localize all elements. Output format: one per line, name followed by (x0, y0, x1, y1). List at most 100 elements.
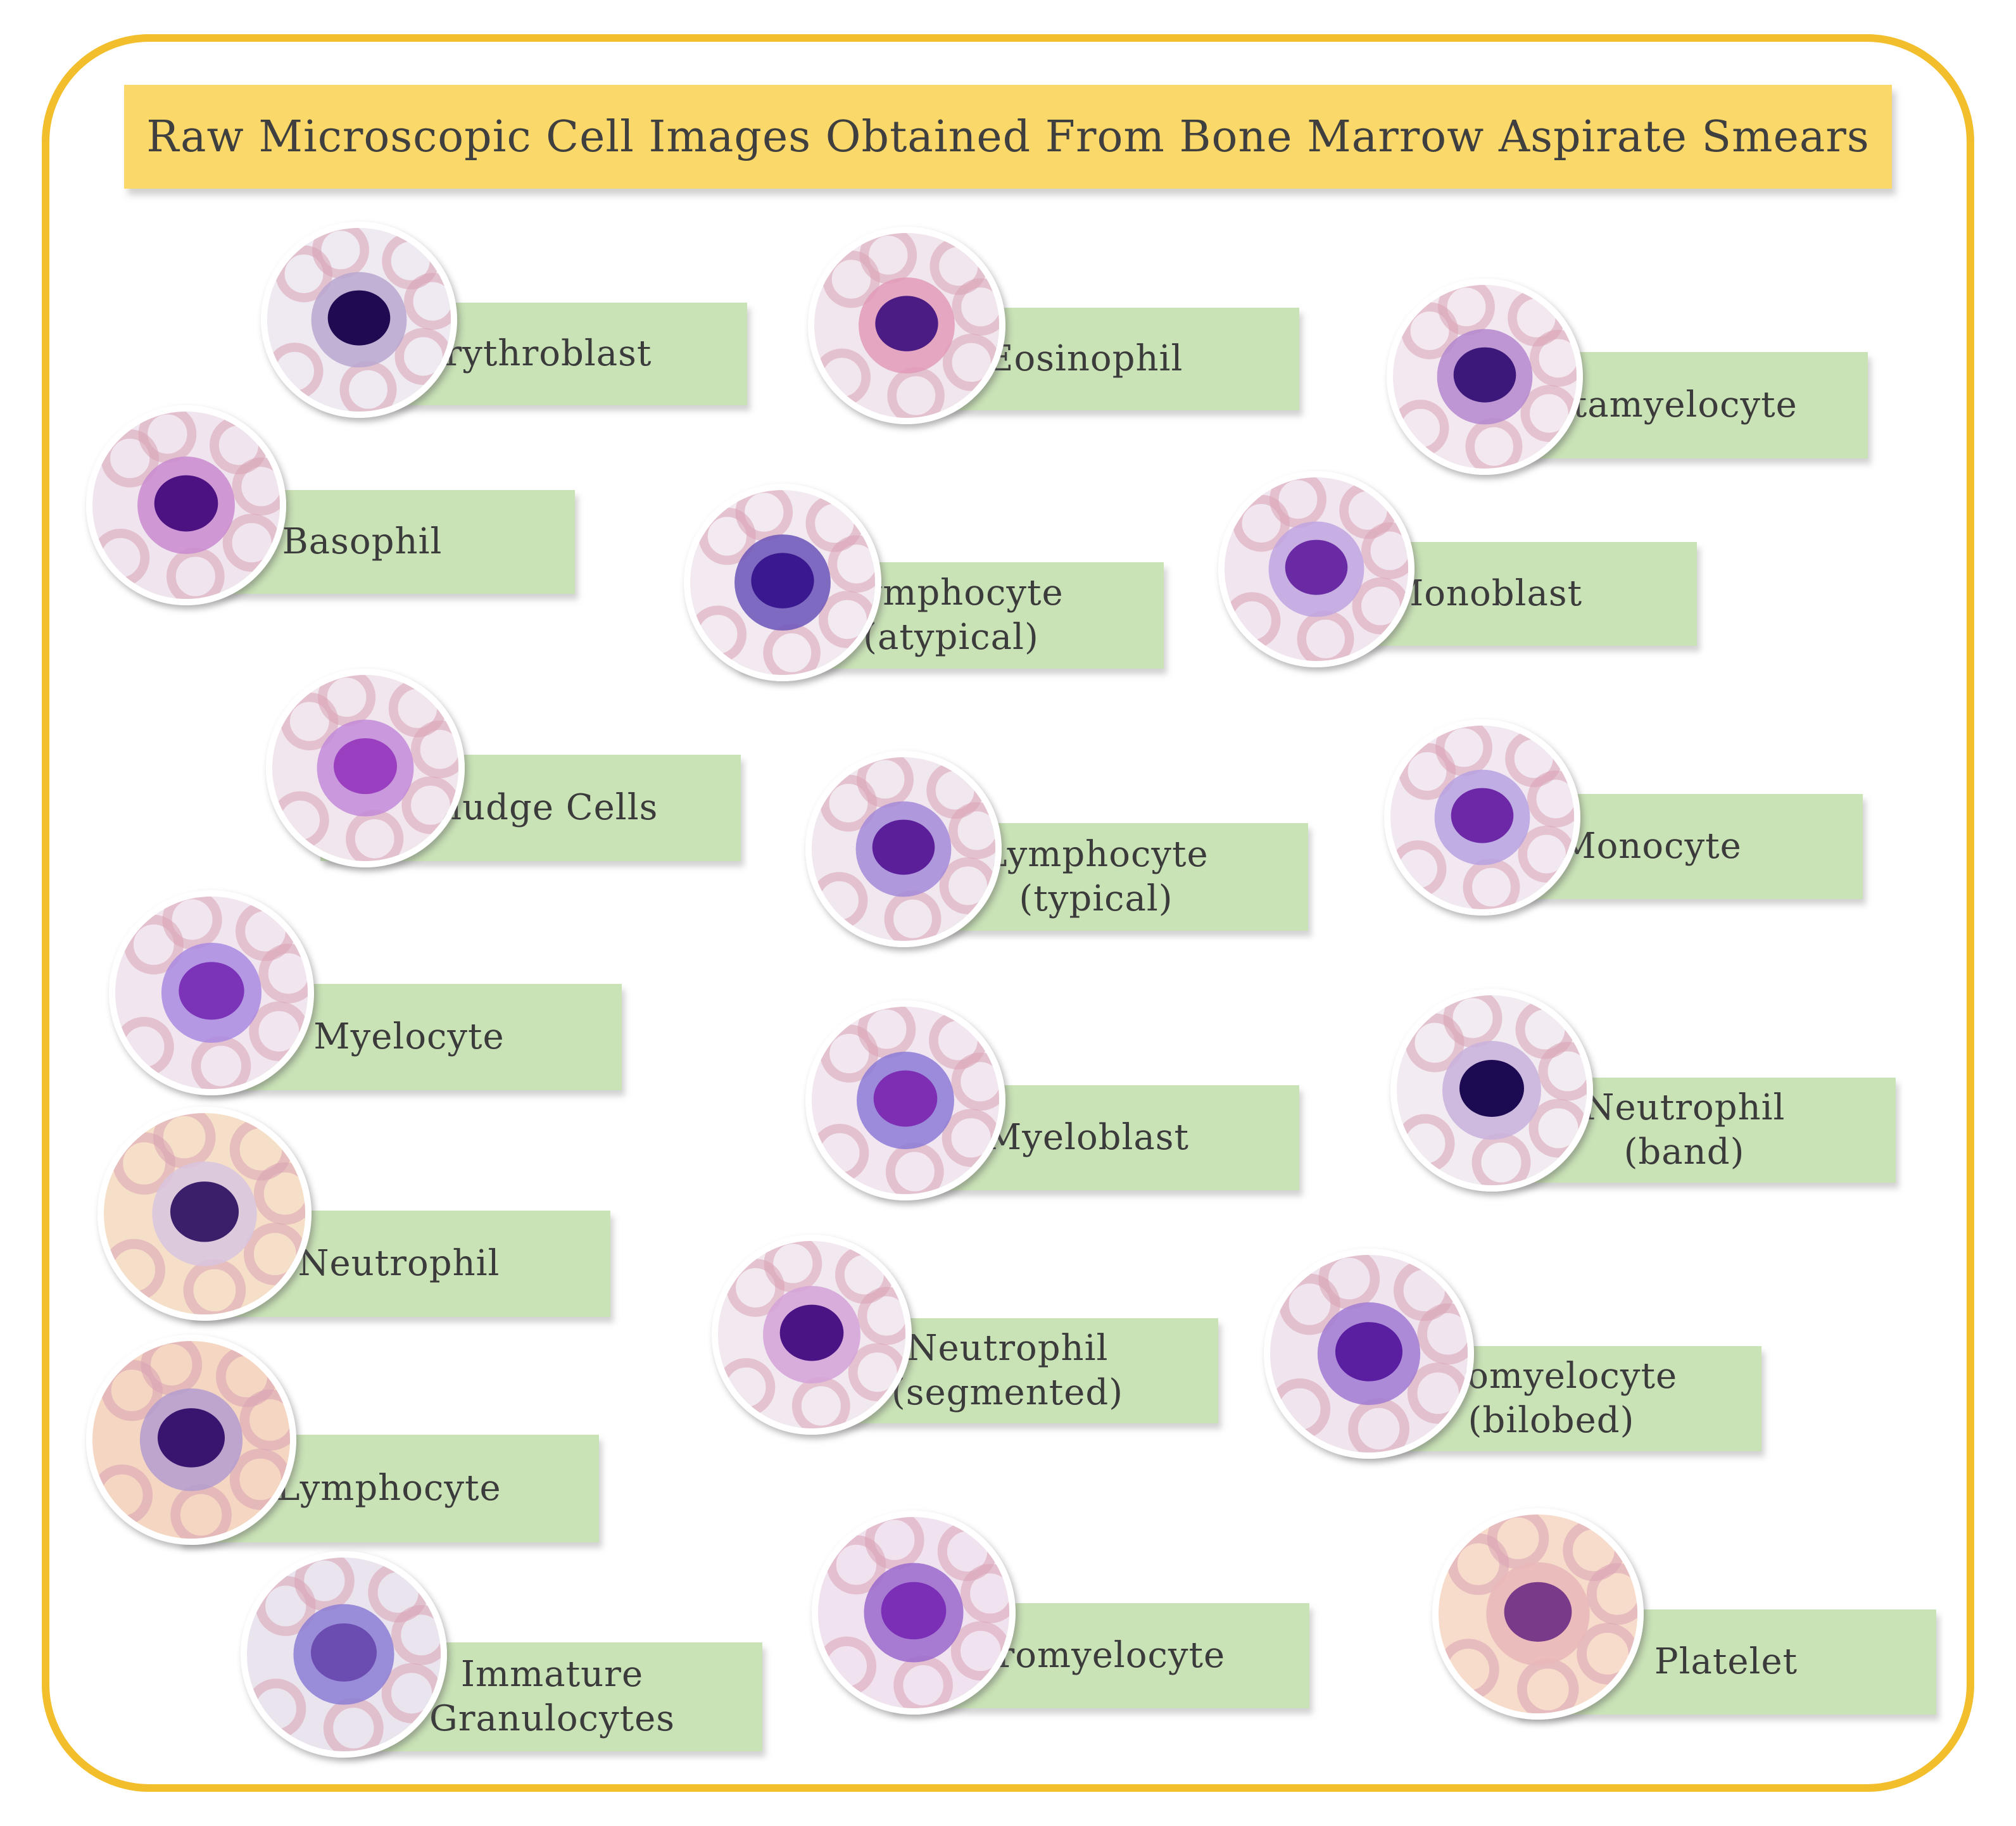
red-blood-cell (411, 721, 458, 779)
red-blood-cell (1530, 330, 1577, 387)
red-blood-cell (1487, 1514, 1549, 1570)
title-banner: Raw Microscopic Cell Images Obtained Fro… (124, 85, 1892, 189)
red-blood-cell (828, 535, 875, 593)
cell-label: Basophil (282, 521, 443, 562)
red-blood-cell (1586, 1563, 1637, 1625)
cell-image-neutrophil (98, 1107, 312, 1321)
cell-image-lymphocyte-atypical (684, 484, 881, 681)
cell-label: Promyelocyte (973, 1635, 1226, 1676)
red-blood-cell (1443, 995, 1503, 1048)
cell-image-neutrophil-band (1390, 989, 1593, 1192)
cell-nucleus (872, 819, 935, 875)
cell-image-eosinophil (808, 227, 1005, 424)
red-blood-cell (253, 1162, 305, 1225)
smudge-cells-micrograph (272, 675, 458, 861)
promyelocyte-micrograph (818, 1517, 1009, 1708)
basophil-micrograph (92, 412, 280, 599)
cell-image-lymphocyte (86, 1335, 296, 1545)
cell-label: Platelet (1654, 1641, 1798, 1682)
red-blood-cell (1269, 477, 1326, 528)
red-blood-cell (318, 675, 376, 726)
platelet-micrograph (1439, 1514, 1637, 1713)
cell-image-monoblast (1218, 471, 1414, 667)
cell-nucleus (170, 1181, 239, 1242)
cell-image-smudge-cells (266, 669, 465, 867)
red-blood-cell (1538, 1042, 1587, 1101)
cell-label: Eosinophil (987, 338, 1183, 379)
red-blood-cell (258, 943, 308, 1004)
cell-nucleus (1285, 539, 1348, 595)
red-blood-cell (141, 1341, 203, 1395)
red-blood-cell (232, 457, 280, 516)
red-blood-cell (239, 1389, 290, 1451)
cell-label: Erythroblast (418, 333, 652, 374)
cell-nucleus (1335, 1322, 1403, 1382)
cell-image-basophil (86, 405, 286, 605)
red-blood-cell (1438, 285, 1495, 336)
red-blood-cell (391, 1604, 441, 1665)
immature-granulocytes-micrograph (247, 1558, 441, 1751)
lymphocyte-micrograph (92, 1341, 290, 1539)
red-blood-cell (1527, 771, 1574, 828)
cell-image-neutrophil-segmented (712, 1235, 912, 1435)
neutrophil-band-micrograph (1397, 995, 1587, 1185)
neutrophil-micrograph (104, 1113, 305, 1314)
cell-label: Monocyte (1559, 826, 1742, 867)
cell-image-promyelocyte-bilobed (1264, 1249, 1474, 1459)
lymphocyte-atypical-micrograph (690, 490, 875, 675)
cell-label: Lymphocyte (276, 1468, 501, 1509)
red-blood-cell (153, 1113, 216, 1169)
cell-nucleus (1453, 347, 1516, 403)
cell-nucleus (1459, 1060, 1524, 1117)
cell-nucleus (779, 1304, 844, 1361)
red-blood-cell (857, 1007, 916, 1059)
cell-label: Immature Granulocytes (429, 1654, 676, 1739)
cell-nucleus (157, 1408, 225, 1468)
cell-image-erythroblast (261, 222, 457, 418)
red-blood-cell (138, 412, 197, 463)
red-blood-cell (312, 228, 369, 279)
red-blood-cell (961, 1564, 1009, 1623)
cell-nucleus (1451, 788, 1514, 843)
cell-label: Neutrophil (band) (1583, 1087, 1786, 1173)
cell-label: Neutrophil (298, 1243, 500, 1284)
cell-label: Neutrophil (segmented) (891, 1328, 1124, 1413)
cell-image-platelet (1432, 1508, 1644, 1720)
cell-image-promyelocyte (812, 1511, 1016, 1715)
cell-nucleus (179, 962, 244, 1020)
cell-nucleus (327, 290, 391, 346)
red-blood-cell (1435, 726, 1492, 776)
red-blood-cell (865, 1517, 924, 1570)
cell-image-myeloblast (805, 1000, 1005, 1200)
myelocyte-micrograph (115, 897, 308, 1089)
red-blood-cell (735, 490, 793, 541)
cell-label: Myelocyte (313, 1016, 505, 1057)
cell-image-immature-granulocytes (241, 1551, 447, 1758)
cell-label: Lymphocyte (typical) (983, 834, 1209, 919)
red-blood-cell (857, 757, 914, 808)
red-blood-cell (952, 278, 999, 336)
cell-nucleus (154, 475, 218, 532)
red-blood-cell (948, 802, 995, 859)
eosinophil-micrograph (814, 233, 999, 418)
cell-nucleus (1504, 1582, 1572, 1642)
cell-image-monocyte (1384, 719, 1580, 916)
cell-nucleus (873, 1070, 938, 1127)
cell-nucleus (334, 738, 397, 795)
lymphocyte-typical-micrograph (812, 757, 995, 941)
red-blood-cell (764, 1241, 822, 1293)
cell-nucleus (875, 296, 938, 351)
cell-nucleus (751, 553, 814, 608)
promyelocyte-bilobed-micrograph (1270, 1255, 1468, 1452)
cell-image-metamyelocyte (1387, 279, 1583, 475)
cell-image-myelocyte (109, 890, 314, 1095)
cell-label: Myeloblast (985, 1117, 1190, 1158)
cell-image-lymphocyte-typical (805, 751, 1002, 947)
page-title: Raw Microscopic Cell Images Obtained Fro… (146, 111, 1870, 162)
red-blood-cell (859, 233, 917, 284)
red-blood-cell (857, 1287, 905, 1345)
cell-label: Monoblast (1387, 573, 1583, 614)
cell-nucleus (881, 1582, 947, 1640)
red-blood-cell (162, 897, 222, 950)
red-blood-cell (1417, 1303, 1468, 1365)
